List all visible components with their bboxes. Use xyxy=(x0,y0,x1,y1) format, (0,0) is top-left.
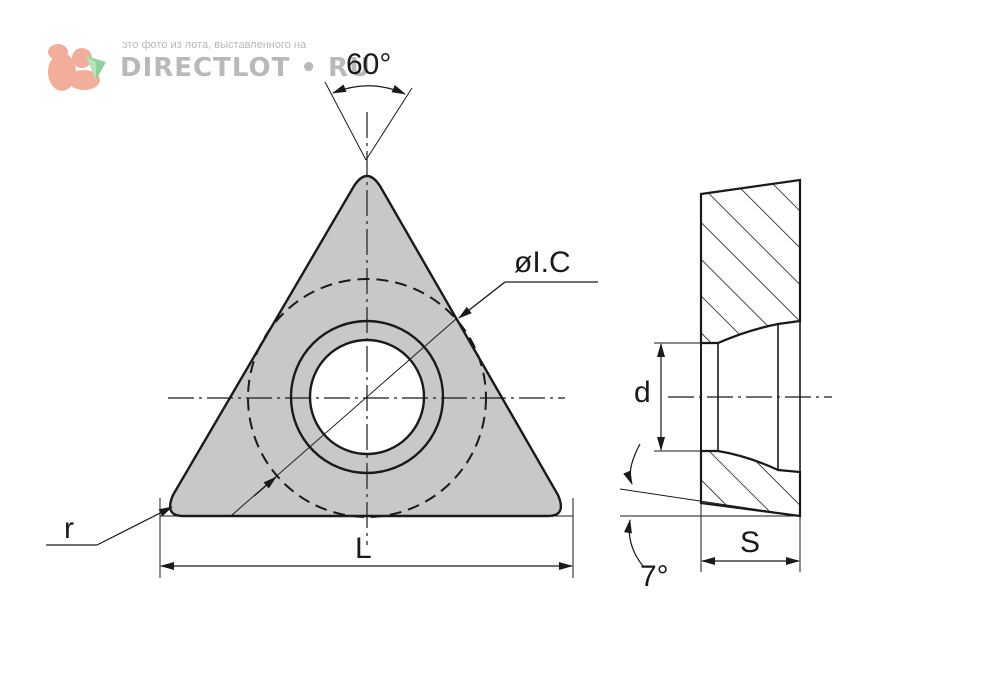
angle-7-arrow-upper xyxy=(623,443,641,485)
hole-d-label: d xyxy=(634,376,651,409)
length-label: L xyxy=(355,532,372,565)
radius-label: r xyxy=(64,512,74,545)
angle-leg-right xyxy=(365,87,413,161)
watermark-caption: это фото из лота, выставленного на xyxy=(122,39,307,51)
section-upper-hatch xyxy=(699,178,802,345)
angle-leg-left xyxy=(324,81,367,161)
thickness-label: S xyxy=(740,526,760,559)
watermark: это фото из лота, выставленного на DIREC… xyxy=(48,39,371,91)
section-lower-hatch xyxy=(699,449,802,518)
clearance-angle-label: 7° xyxy=(640,560,669,593)
angle-60-label: 60° xyxy=(346,48,391,81)
ic-arrow-lower xyxy=(253,476,277,497)
radius-arrow xyxy=(96,506,173,546)
ic-diameter-label: øI.C xyxy=(514,246,571,279)
side-view: d S 7° xyxy=(619,178,832,593)
watermark-brand: DIRECTLOT • RU xyxy=(120,53,371,83)
angle-7-arrow-lower xyxy=(624,519,644,567)
squirrel-logo-icon xyxy=(48,44,106,91)
ic-arrow-upper xyxy=(458,281,506,319)
angle-arc xyxy=(332,84,406,95)
front-view: 60° øI.C r L xyxy=(46,48,598,578)
